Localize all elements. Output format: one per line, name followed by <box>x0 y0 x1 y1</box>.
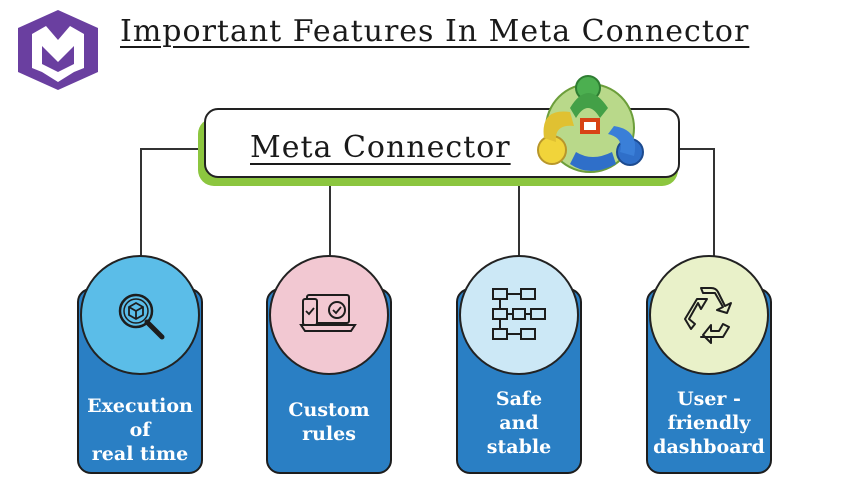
feature-circle-execution <box>80 255 200 375</box>
flowchart-icon <box>492 288 546 340</box>
brand-logo <box>18 10 98 90</box>
feature-label-user-friendly: User - friendly dashboard <box>653 388 765 458</box>
feature-circle-user-friendly <box>649 255 769 375</box>
feature-label-execution: Execution of real time <box>87 395 193 465</box>
feature-label-safe-stable: Safe and stable <box>486 388 552 458</box>
hub-label: Meta Connector <box>250 130 511 165</box>
connector-line-right-horizontal <box>678 148 715 150</box>
recycle-icon <box>684 287 732 344</box>
magnifier-cube-icon <box>118 293 165 340</box>
connector-line-right-vertical <box>713 148 715 256</box>
feature-label-custom-rules: Custom rules <box>288 399 370 445</box>
feature-circle-custom-rules <box>269 255 389 375</box>
connector-line-left-vertical <box>140 148 142 256</box>
connector-line-mid-left <box>329 184 331 256</box>
laptop-phone-check-icon <box>299 294 357 332</box>
feature-circle-safe-stable <box>459 255 579 375</box>
metatrader-logo-icon <box>537 75 644 173</box>
connector-line-mid-right <box>518 184 520 256</box>
page-title: Important Features In Meta Connector <box>120 14 750 49</box>
connector-line-left-horizontal <box>140 148 204 150</box>
